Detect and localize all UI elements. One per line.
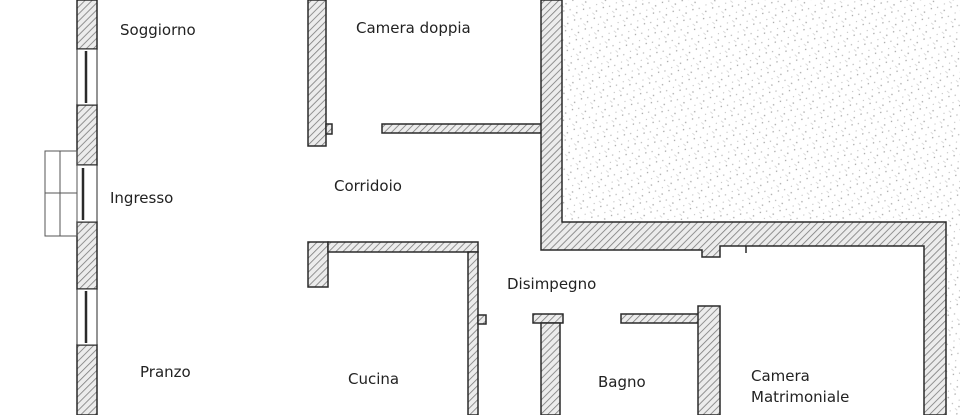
window-ingresso — [76, 164, 98, 223]
room-label-camera-doppia: Camera doppia — [356, 19, 471, 37]
room-label-cucina: Cucina — [348, 370, 400, 388]
room-label-pranzo: Pranzo — [140, 363, 191, 381]
interior-walls — [307, 0, 947, 415]
room-label-soggiorno: Soggiorno — [120, 21, 196, 39]
window-pranzo — [76, 288, 98, 346]
room-label-bagno: Bagno — [598, 373, 646, 391]
window-soggiorno — [76, 48, 98, 106]
room-label-corridoio: Corridoio — [334, 177, 402, 195]
room-label-disimpegno: Disimpegno — [507, 275, 597, 293]
room-label-camera-matrimoniale: Camera Matrimoniale — [751, 367, 850, 406]
entrance-step — [44, 150, 78, 237]
exterior-area — [562, 0, 960, 415]
room-label-ingresso: Ingresso — [110, 189, 174, 207]
